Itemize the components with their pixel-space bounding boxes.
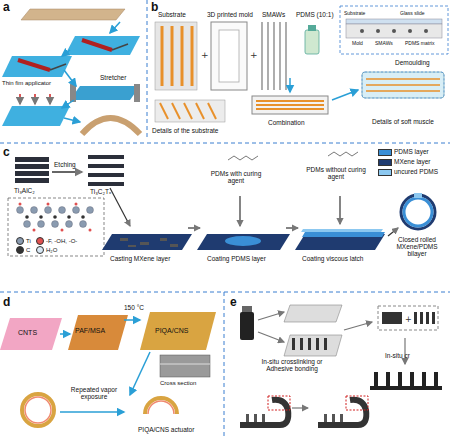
legend-entry: MXene layer [378,159,431,166]
annotation: PDMS (10:1) [296,11,334,18]
annotation: PDMs with curing agent [205,170,267,184]
legend-swatch [16,237,24,245]
panel-letter: a [3,1,10,14]
annotation: Thin fim applicator [2,80,51,87]
legend-text: uncured PDMS [394,169,438,176]
step-label: Coating viscous latch [302,255,363,262]
annotation: Closed rolled MXene/PDMS bilayer [386,236,448,257]
legend-swatch [16,246,24,254]
annotation: In-situ cr [385,352,410,359]
legend-text: C [26,247,30,253]
legend-swatch [36,246,44,254]
svg-text:+: + [201,50,209,60]
formula: Ti₃AlC₂ [14,187,35,194]
annotation: Combination [268,119,305,126]
legend-swatch [36,237,44,245]
legend-entry: uncured PDMS [378,169,438,176]
legend-entry: C [16,246,30,254]
step-label: Casting MXene layer [110,255,170,262]
legend-text: MXene layer [394,159,431,166]
material-label: CNTS [18,329,37,337]
legend-swatch [378,159,392,166]
annotation: PIQA/CNS actuator [138,426,194,433]
legend-entry: Ti [16,237,31,245]
annotation: Mold [352,41,363,47]
annotation: Cross section [160,380,196,387]
material-label: PAF/MSA [75,327,105,335]
annotation: Etching [54,161,76,168]
svg-text:+: + [250,50,258,60]
annotation: Details of the substrate [152,127,218,134]
panel-letter: b [151,1,158,14]
annotation: Repeated vapor exposure [62,386,126,400]
annotation: Substrate [344,11,365,17]
annotation: In-situ crosslinking or Adhesive bonding [250,358,334,372]
annotation: 3D printed mold [207,11,253,18]
legend-text: PDMS layer [394,149,429,156]
annotation: 150 °C [124,304,144,311]
annotation: PDMS matrix [405,41,434,47]
annotation: Details of soft muscle [372,118,434,125]
legend-text: -F, -OH, -O- [46,238,77,244]
svg-text:+: + [405,315,412,324]
legend-entry: PDMS layer [378,149,429,156]
annotation: Glass slide [400,11,424,17]
panel-letter: e [230,296,237,309]
annotation: SMAWs [375,41,393,47]
panel-letter: d [3,296,10,309]
legend-text: Ti [26,238,31,244]
step-label: Coating PDMS layer [207,255,266,262]
annotation: Demoulding [395,59,430,66]
annotation: Substrate [158,11,186,18]
formula: Ti₃C₂Tₓ [90,188,111,195]
legend-entry: -F, -OH, -O- [36,237,77,245]
legend-text: H₂O [46,247,57,253]
legend-swatch [378,169,392,176]
material-label: PIQA/CNS [155,327,188,335]
annotation: PDMs without curing agent [305,166,367,180]
annotation: SMAWs [262,11,285,18]
legend-swatch [378,149,392,156]
annotation: Stretcher [100,74,126,81]
panel-letter: c [3,146,10,159]
legend-entry: H₂O [36,246,57,254]
